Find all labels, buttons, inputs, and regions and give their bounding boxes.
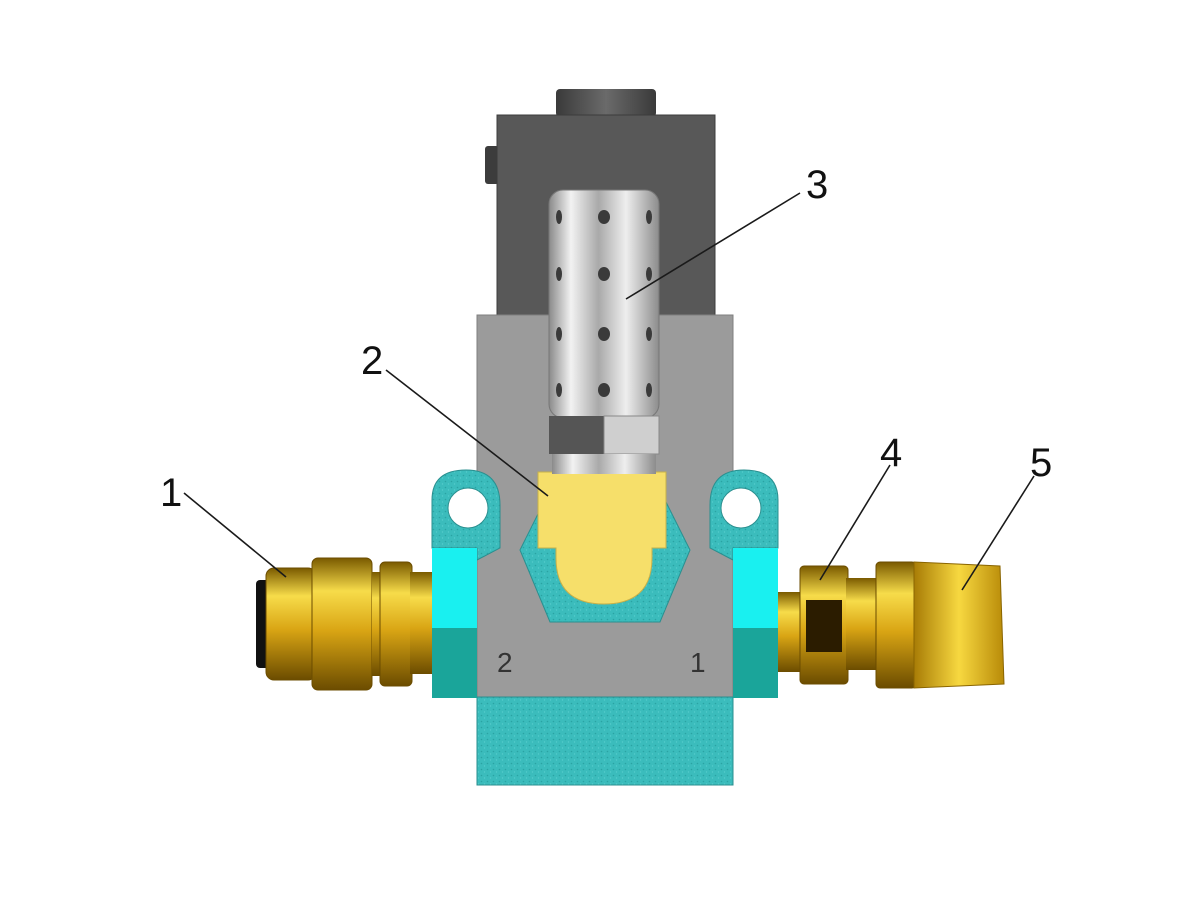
left-mounting-lug xyxy=(431,469,501,698)
leader-line-1 xyxy=(183,492,287,578)
perforated-cartridge xyxy=(548,189,660,474)
cartridge-hole xyxy=(598,210,610,224)
cartridge-hole xyxy=(598,383,610,397)
right-fitting xyxy=(875,561,1005,689)
cartridge-hole xyxy=(556,210,562,224)
base-section xyxy=(476,696,734,786)
callout-4: 4 xyxy=(880,431,902,475)
right-mounting-lug xyxy=(709,469,779,698)
cartridge-hole xyxy=(646,267,652,281)
cartridge-hole xyxy=(646,383,652,397)
valve-element xyxy=(537,471,667,605)
leader-line-4 xyxy=(819,464,891,581)
port-label-left: 2 xyxy=(497,647,513,678)
callout-3: 3 xyxy=(806,163,828,207)
cartridge-hole xyxy=(598,327,610,341)
cartridge-hole xyxy=(598,267,610,281)
left-mounting-hole xyxy=(447,487,489,529)
callout-5: 5 xyxy=(1030,441,1052,485)
right-nut xyxy=(778,565,880,685)
cartridge-hole xyxy=(646,327,652,341)
cartridge-hole xyxy=(646,210,652,224)
cartridge-hole xyxy=(556,267,562,281)
leader-line-3 xyxy=(625,192,801,300)
right-mounting-hole xyxy=(720,487,762,529)
callout-2: 2 xyxy=(361,339,383,383)
left-fitting xyxy=(256,557,432,691)
leader-line-2 xyxy=(385,369,549,497)
leader-line-5 xyxy=(961,475,1035,591)
leader-lines xyxy=(183,192,1035,591)
cartridge-hole xyxy=(556,383,562,397)
port-label-right: 1 xyxy=(690,647,706,678)
cartridge-hole xyxy=(556,327,562,341)
callout-1: 1 xyxy=(160,471,182,515)
cartridge-holes xyxy=(556,210,652,397)
